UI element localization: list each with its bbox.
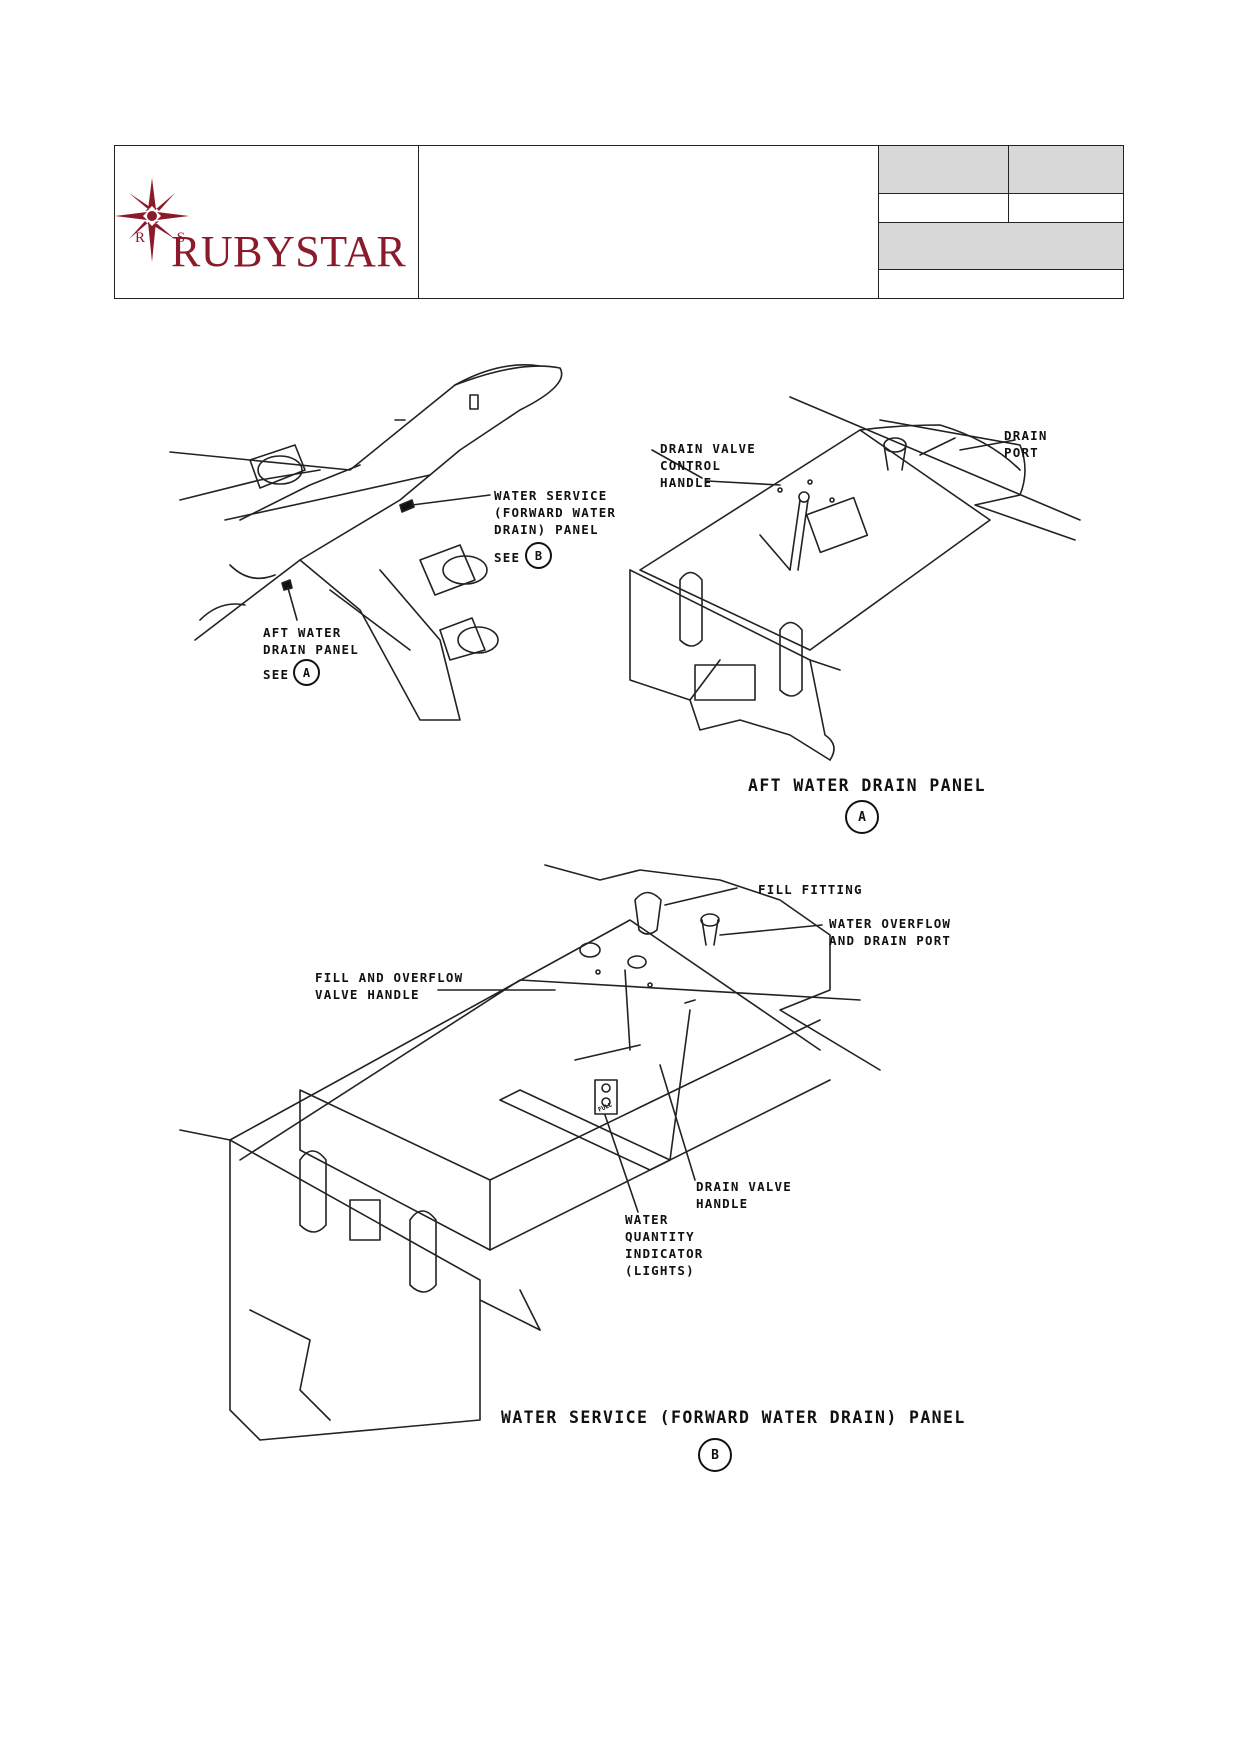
aft-drain-panel-drawing xyxy=(629,396,1081,761)
label-fill-overflow-handle: FILL AND OVERFLOW VALVE HANDLE xyxy=(315,970,464,1002)
logo-cell: R S RUBYSTAR xyxy=(115,146,419,298)
callout-a: A xyxy=(845,800,879,834)
header-cell-5 xyxy=(879,223,1123,270)
title-water-service-panel: WATER SERVICE (FORWARD WATER DRAIN) PANE… xyxy=(501,1408,966,1427)
logo-letters: R S xyxy=(135,230,200,246)
label-aft-water: AFT WATER DRAIN PANEL xyxy=(263,625,359,657)
compass-star-icon xyxy=(115,178,189,262)
label-drain-port: DRAIN PORT xyxy=(1004,428,1048,460)
label-water-service: WATER SERVICE (FORWARD WATER DRAIN) PANE… xyxy=(494,488,617,537)
label-fill-fitting: FILL FITTING xyxy=(758,882,863,897)
header-cell-4 xyxy=(1009,194,1123,223)
header-cell-2 xyxy=(1009,146,1123,194)
forward-drain-panel-drawing xyxy=(179,864,881,1441)
header-cell-3 xyxy=(879,194,1009,223)
brand-name: RUBYSTAR xyxy=(171,227,407,276)
label-see-a-prefix: SEE xyxy=(263,667,290,682)
header-cell-1 xyxy=(879,146,1009,194)
label-water-overflow: WATER OVERFLOW AND DRAIN PORT xyxy=(829,916,952,948)
aircraft-drawing xyxy=(169,364,563,721)
document-header: R S RUBYSTAR xyxy=(114,145,1124,299)
callout-b: B xyxy=(698,1438,732,1472)
label-drain-valve-handle: DRAIN VALVE HANDLE xyxy=(696,1179,792,1211)
label-water-quantity-indicator: WATER QUANTITY INDICATOR (LIGHTS) xyxy=(625,1212,704,1278)
callout-b-small: B xyxy=(525,542,552,569)
label-see-b-prefix: SEE xyxy=(494,550,521,565)
title-aft-water-drain-panel: AFT WATER DRAIN PANEL xyxy=(748,776,987,795)
label-drain-valve-control: DRAIN VALVE CONTROL HANDLE xyxy=(660,441,756,490)
title-cell xyxy=(419,146,879,298)
callout-a-small: A xyxy=(293,659,320,686)
